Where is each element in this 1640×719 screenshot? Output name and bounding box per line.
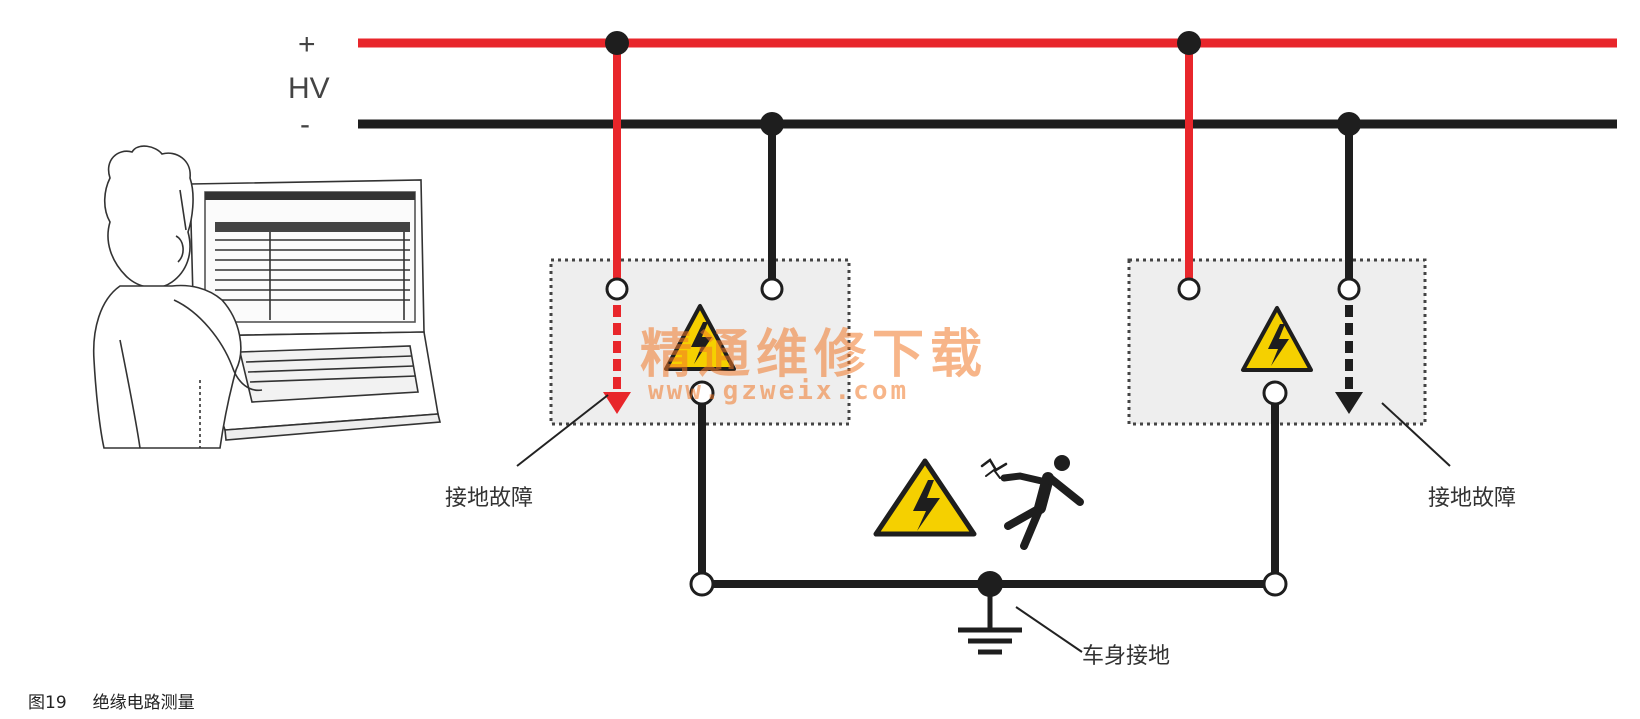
watermark-title: 精通维修下载 [640, 325, 989, 385]
junction-dot [760, 112, 784, 136]
terminal [1262, 380, 1288, 406]
ground-fault-label-right: 接地故障 [1428, 486, 1517, 511]
leader-line [1015, 606, 1083, 653]
terminal [1262, 571, 1288, 597]
hv-label: HV [288, 72, 330, 105]
terminal [605, 277, 629, 301]
terminal [689, 380, 715, 406]
electric-shock-person-icon [980, 455, 1084, 550]
junction-dot [1177, 31, 1201, 55]
junction-dot [605, 31, 629, 55]
ground-symbol [958, 584, 1022, 655]
terminal [760, 277, 784, 301]
body-ground-label: 车身接地 [1082, 644, 1171, 669]
hv-plus-label: + [298, 28, 316, 61]
terminal [689, 571, 715, 597]
technician-with-laptop [92, 145, 442, 449]
left-fault-arrowhead [603, 392, 631, 414]
junction-dot [1337, 112, 1361, 136]
hv-minus-label: - [300, 108, 310, 141]
high-voltage-warning-icon [664, 304, 736, 371]
right-fault-arrowhead [1335, 392, 1363, 414]
figure-title: 绝缘电路测量 [92, 693, 195, 713]
ground-fault-label-left: 接地故障 [445, 486, 534, 511]
figure-caption: 图19 绝缘电路测量 [28, 688, 221, 713]
leader-line [516, 394, 609, 467]
terminal [1177, 277, 1201, 301]
terminal [1337, 277, 1361, 301]
high-voltage-warning-icon [1241, 306, 1313, 372]
leader-line [1381, 402, 1451, 467]
figure-number: 图19 [28, 693, 67, 713]
high-voltage-warning-icon [873, 458, 977, 537]
watermark-url: www.gzweix.com [648, 376, 910, 406]
